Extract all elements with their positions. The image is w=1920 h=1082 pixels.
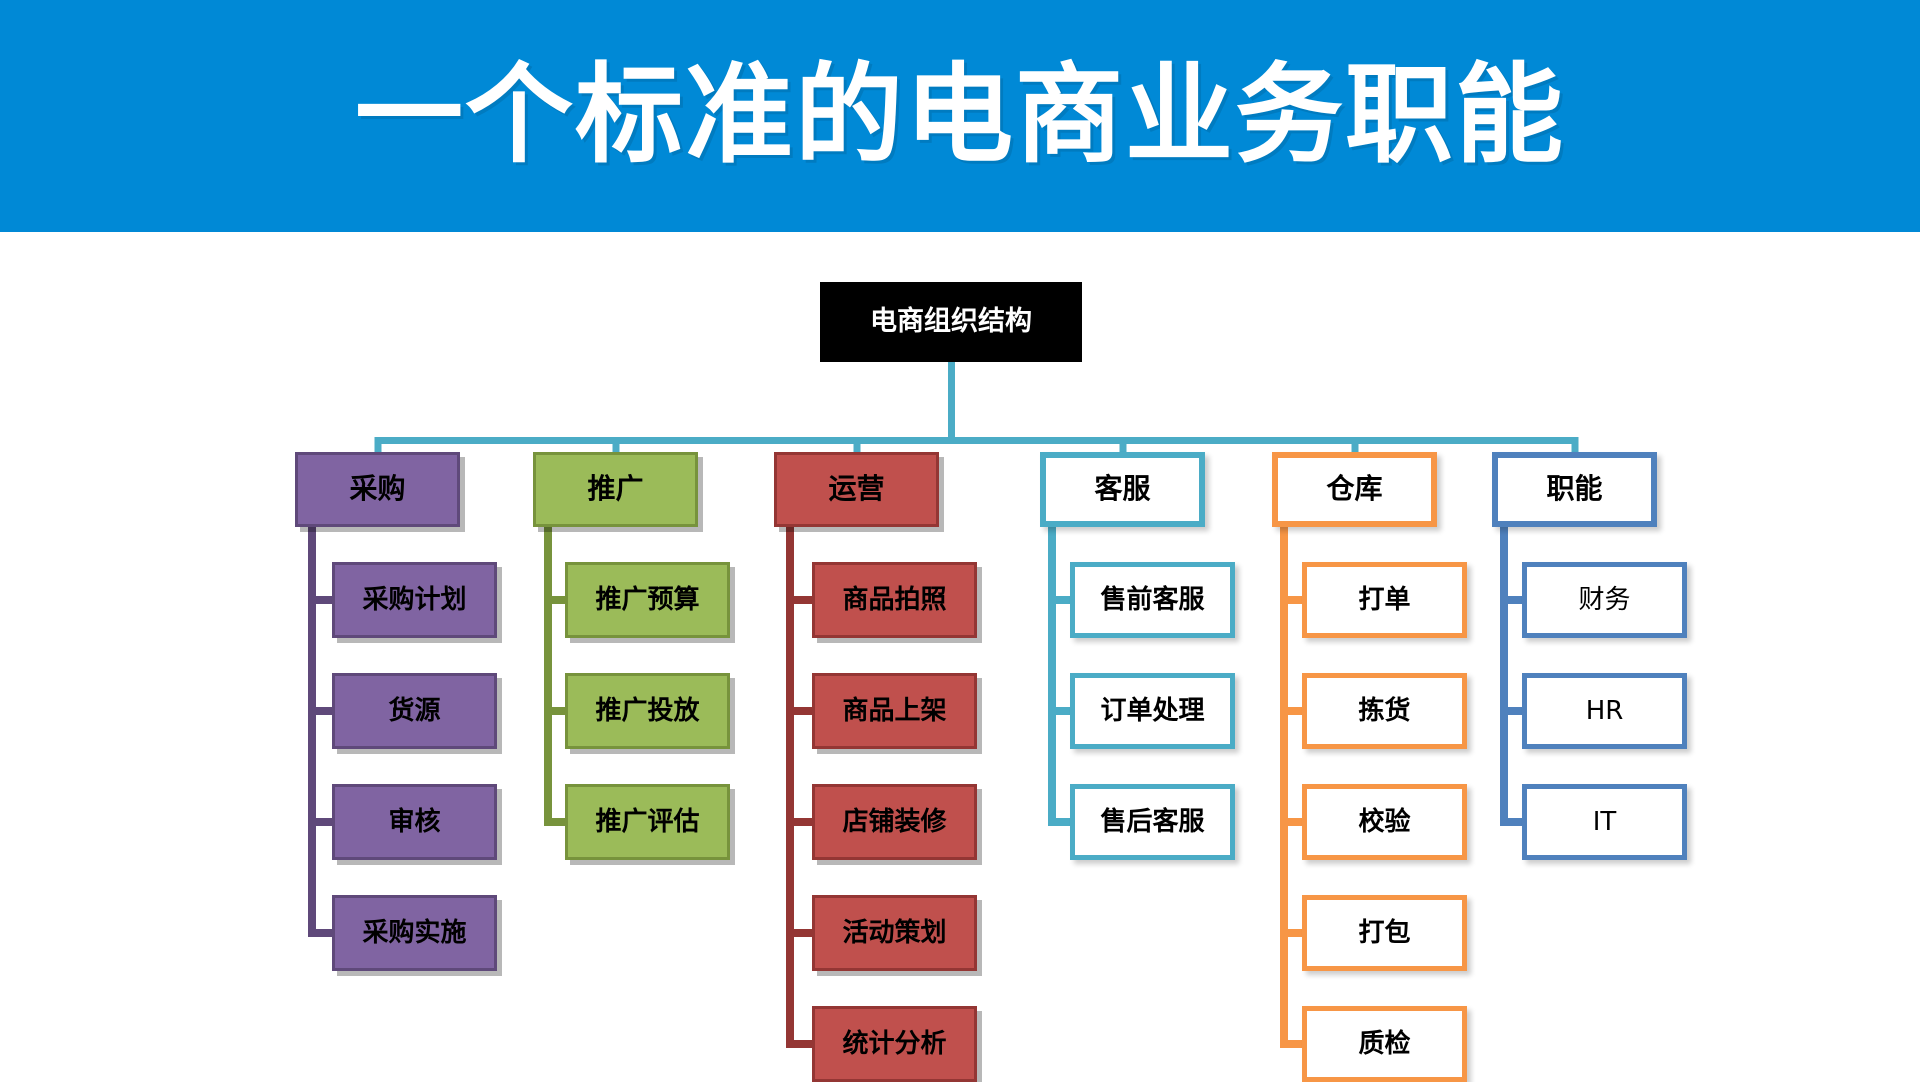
leaf-node-1-2-label: 货源 <box>388 695 441 726</box>
leaf-node-1-1[interactable]: 采购计划 <box>332 562 497 638</box>
connector-lines <box>308 362 1579 1048</box>
leaf-node-1-4[interactable]: 采购实施 <box>332 895 497 971</box>
leaf-node-3-1[interactable]: 商品拍照 <box>812 562 977 638</box>
title-banner: 一个标准的电商业务职能 <box>0 0 1920 232</box>
leaf-node-2-3-label: 推广评估 <box>595 806 700 837</box>
leaf-node-6-3[interactable]: IT <box>1522 784 1687 860</box>
leaf-node-2-2[interactable]: 推广投放 <box>565 673 730 749</box>
leaf-node-5-5-label: 质检 <box>1358 1028 1411 1059</box>
leaf-node-4-2-label: 订单处理 <box>1100 695 1205 726</box>
leaf-node-2-1-label: 推广预算 <box>595 584 700 615</box>
leaf-node-6-3-label: IT <box>1592 806 1617 837</box>
branch-node-2[interactable]: 推广 <box>533 452 698 527</box>
leaf-node-5-1[interactable]: 打单 <box>1302 562 1467 638</box>
org-chart-canvas: 电商组织结构采购采购计划货源审核采购实施 推广推广预算推广投放推广评估 运营商品拍照… <box>0 232 1920 1082</box>
leaf-node-3-2-label: 商品上架 <box>842 695 947 726</box>
leaf-node-3-4[interactable]: 活动策划 <box>812 895 977 971</box>
leaf-node-4-3[interactable]: 售后客服 <box>1070 784 1235 860</box>
leaf-node-3-1-label: 商品拍照 <box>842 584 947 615</box>
branch-node-1[interactable]: 采购 <box>295 452 460 527</box>
leaf-node-1-2[interactable]: 货源 <box>332 673 497 749</box>
leaf-node-4-1-label: 售前客服 <box>1100 584 1205 615</box>
leaf-node-5-4-label: 打包 <box>1358 917 1411 948</box>
leaf-node-3-5-label: 统计分析 <box>842 1028 947 1059</box>
leaf-node-1-3[interactable]: 审核 <box>332 784 497 860</box>
page-title: 一个标准的电商业务职能 <box>354 53 1565 178</box>
root-node-label: 电商组织结构 <box>870 306 1032 338</box>
leaf-node-2-1[interactable]: 推广预算 <box>565 562 730 638</box>
branch-node-3[interactable]: 运营 <box>774 452 939 527</box>
leaf-node-6-1[interactable]: 财务 <box>1522 562 1687 638</box>
leaf-node-3-4-label: 活动策划 <box>842 917 947 948</box>
leaf-node-6-2-label: HR <box>1585 695 1624 726</box>
leaf-node-5-5[interactable]: 质检 <box>1302 1006 1467 1082</box>
branch-node-2-label: 推广 <box>587 472 644 506</box>
leaf-node-3-3[interactable]: 店铺装修 <box>812 784 977 860</box>
leaf-node-2-3[interactable]: 推广评估 <box>565 784 730 860</box>
leaf-node-5-3-label: 校验 <box>1358 806 1411 837</box>
leaf-node-1-4-label: 采购实施 <box>362 917 467 948</box>
leaf-node-5-1-label: 打单 <box>1358 584 1411 615</box>
leaf-node-1-3-label: 审核 <box>388 806 441 837</box>
branch-node-5-label: 仓库 <box>1326 472 1383 506</box>
branch-node-6-label: 职能 <box>1546 472 1603 506</box>
leaf-node-5-3[interactable]: 校验 <box>1302 784 1467 860</box>
leaf-node-3-5[interactable]: 统计分析 <box>812 1006 977 1082</box>
branch-node-1-label: 采购 <box>349 472 406 506</box>
branch-node-5[interactable]: 仓库 <box>1272 452 1437 527</box>
leaf-node-3-3-label: 店铺装修 <box>842 806 947 837</box>
branch-node-3-label: 运营 <box>828 472 885 506</box>
leaf-node-4-3-label: 售后客服 <box>1100 806 1205 837</box>
leaf-node-5-4[interactable]: 打包 <box>1302 895 1467 971</box>
leaf-node-6-2[interactable]: HR <box>1522 673 1687 749</box>
leaf-node-5-2-label: 拣货 <box>1358 695 1411 726</box>
leaf-node-4-1[interactable]: 售前客服 <box>1070 562 1235 638</box>
leaf-node-3-2[interactable]: 商品上架 <box>812 673 977 749</box>
leaf-node-2-2-label: 推广投放 <box>595 695 700 726</box>
root-node[interactable]: 电商组织结构 <box>820 282 1082 362</box>
branch-node-4-label: 客服 <box>1094 472 1151 506</box>
leaf-node-5-2[interactable]: 拣货 <box>1302 673 1467 749</box>
leaf-node-6-1-label: 财务 <box>1578 584 1631 615</box>
leaf-node-4-2[interactable]: 订单处理 <box>1070 673 1235 749</box>
leaf-node-1-1-label: 采购计划 <box>362 584 467 615</box>
branch-node-4[interactable]: 客服 <box>1040 452 1205 527</box>
branch-node-6[interactable]: 职能 <box>1492 452 1657 527</box>
